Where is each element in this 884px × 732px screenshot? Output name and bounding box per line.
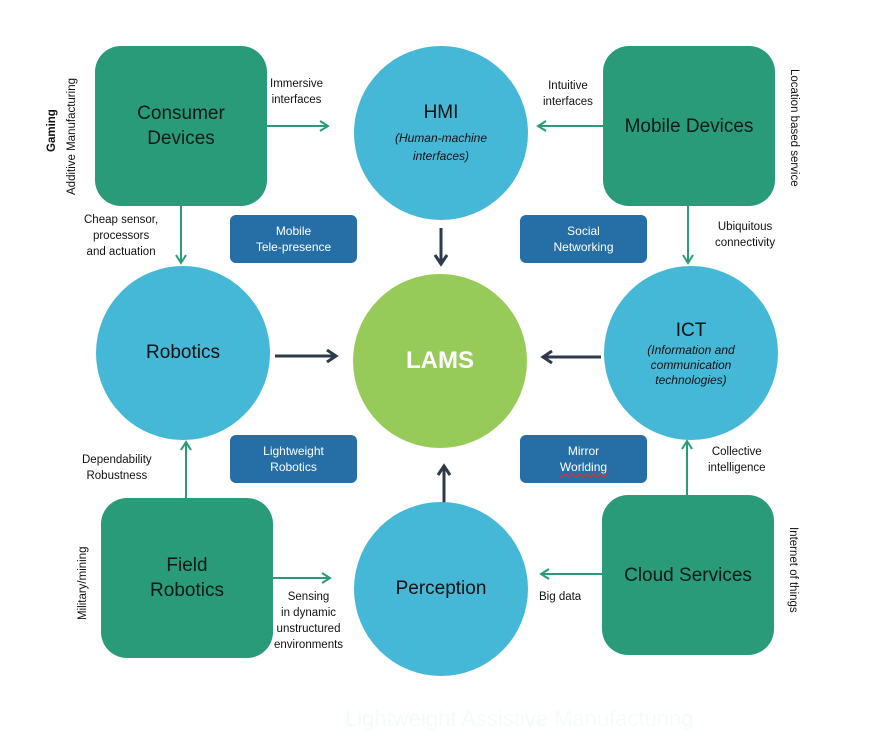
perception-circle: Perception (354, 502, 528, 676)
consumer-devices-line2: Devices (147, 128, 215, 149)
cheap-sensor-label: Cheap sensor, processors and actuation (84, 212, 158, 260)
consumer-devices-line1: Consumer (137, 103, 225, 124)
sensing-line3: unstructured (276, 623, 341, 635)
field-robotics-line2: Robotics (150, 580, 224, 601)
sensing-line4: environments (274, 639, 344, 651)
lightweight-robotics-line1: Lightweight (263, 444, 324, 458)
ubiquitous-line2: connectivity (715, 237, 776, 249)
ict-title: ICT (675, 319, 707, 341)
mobile-devices-label: Mobile Devices (624, 115, 754, 137)
mirror-worlding-line1: Mirror (567, 444, 600, 458)
perception-title: Perception (395, 578, 487, 599)
intuitive-line1: Intuitive (548, 80, 588, 92)
collective-intelligence-label: Collective intelligence (708, 444, 766, 476)
cloud-services-label: Cloud Services (624, 564, 752, 586)
internet-of-things-label: Internet of things (787, 527, 799, 613)
lams-title: LAMS (406, 347, 474, 374)
mobile-telepresence-line2: Tele-presence (255, 240, 332, 254)
hmi-circle: HMI (Human-machine interfaces) (354, 46, 528, 220)
collective-line2: intelligence (708, 462, 766, 474)
intuitive-line2: interfaces (543, 96, 593, 108)
ict-subtitle-line2: communication (650, 357, 732, 372)
sensing-line2: in dynamic (281, 607, 336, 619)
intuitive-interfaces-label: Intuitive interfaces (543, 78, 593, 110)
sensing-label: Sensing in dynamic unstructured environment… (274, 589, 343, 653)
sensing-line1: Sensing (287, 591, 330, 603)
social-networking-line2: Networking (553, 240, 614, 254)
robotics-circle: Robotics (96, 266, 270, 440)
mobile-telepresence-line1: Mobile (275, 224, 312, 238)
big-data-label: Big data (539, 589, 581, 605)
cheap-sensor-line1: Cheap sensor, (84, 214, 159, 226)
hmi-subtitle-line2: interfaces) (412, 149, 469, 163)
lightweight-robotics-line2: Robotics (270, 460, 317, 474)
ubiquitous-connectivity-label: Ubiquitous connectivity (715, 219, 775, 251)
faint-caption: Lightweight Assistive Manufacturing (345, 706, 694, 731)
military-mining-label: Military/mining (77, 546, 89, 621)
field-robotics-line1: Field (166, 555, 208, 576)
location-based-service-label: Location based service (788, 69, 800, 187)
dependability-line2: Robustness (86, 470, 148, 482)
cheap-sensor-line3: and actuation (86, 246, 156, 258)
gaming-label: Gaming (46, 109, 58, 152)
dependability-line1: Dependability (82, 454, 152, 466)
cheap-sensor-line2: processors (92, 230, 150, 242)
ict-subtitle-line3: technologies) (655, 372, 727, 387)
ict-subtitle-line1: (Information and (647, 342, 735, 357)
immersive-line2: interfaces (271, 94, 322, 106)
immersive-line1: Immersive (270, 78, 324, 90)
robotics-title: Robotics (146, 342, 220, 363)
lams-circle: LAMS (353, 274, 527, 448)
collective-line1: Collective (711, 446, 762, 458)
mirror-worlding-line2: Worlding (559, 460, 608, 474)
hmi-title: HMI (423, 102, 459, 123)
additive-manufacturing-label: Additive Manufacturing (66, 78, 78, 195)
social-networking-line1: Social (567, 224, 600, 238)
hmi-subtitle-line1: (Human-machine (394, 131, 488, 145)
immersive-interfaces-label: Immersive interfaces (270, 76, 323, 108)
mobile-devices-box: Mobile Devices (603, 46, 775, 206)
big-data-line1: Big data (539, 591, 582, 603)
cloud-services-box: Cloud Services (602, 495, 774, 655)
ubiquitous-line1: Ubiquitous (717, 221, 773, 233)
